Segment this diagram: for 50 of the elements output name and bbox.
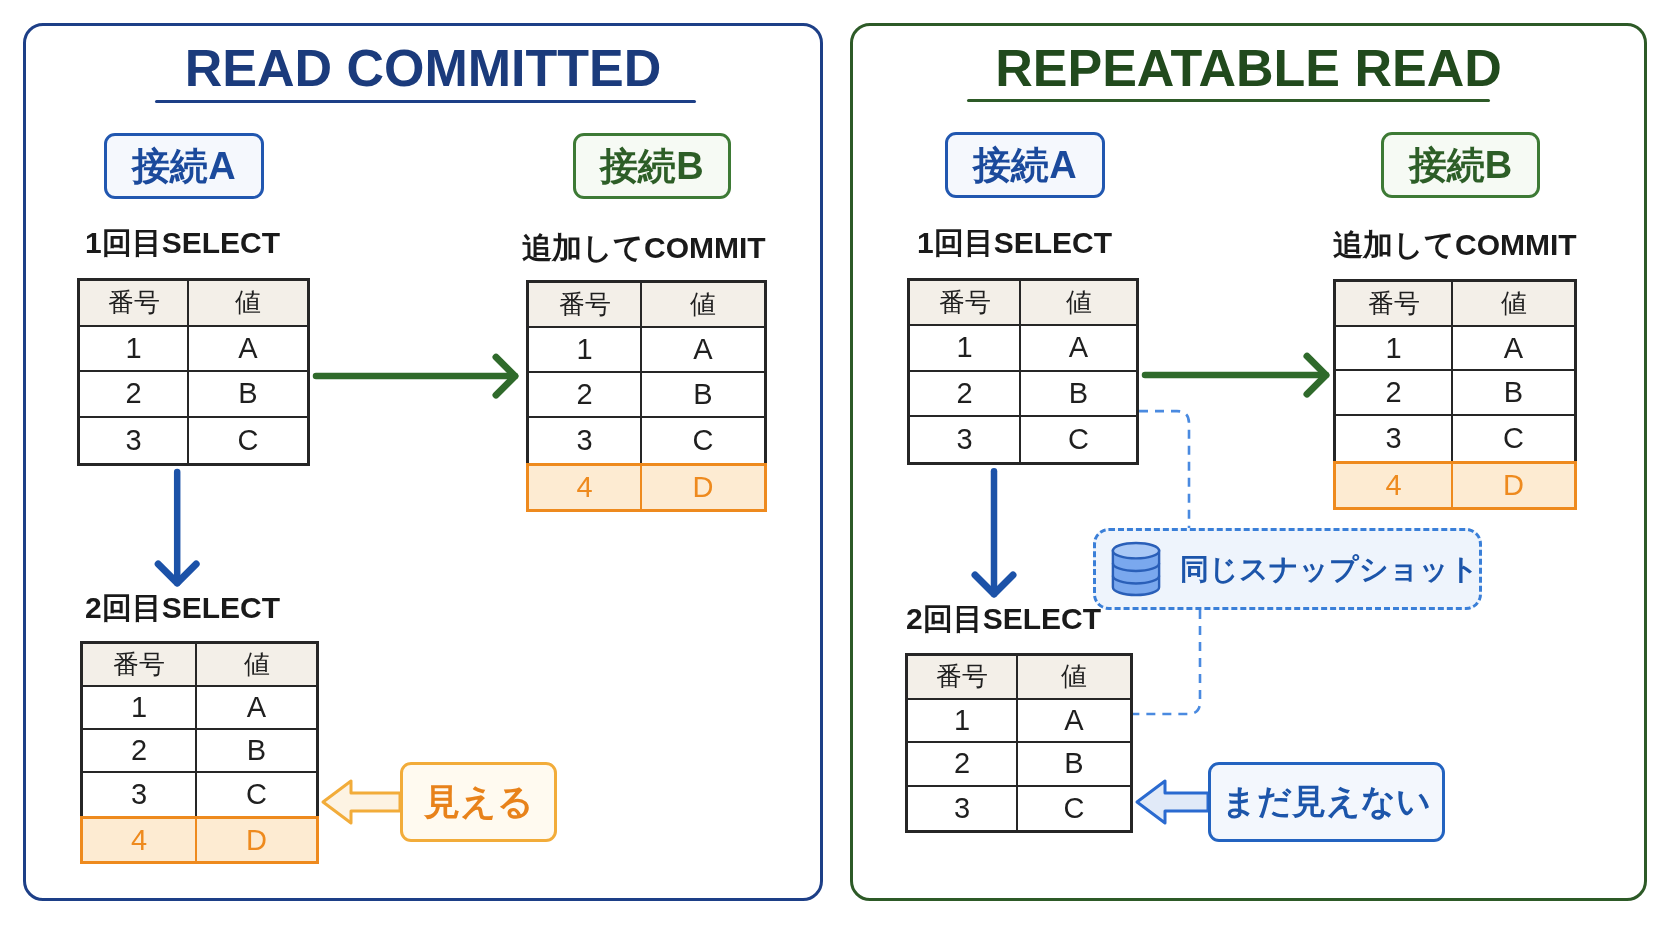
arrow <box>1141 352 1330 398</box>
header-cell: 番号 <box>529 283 642 328</box>
table-cell: 1 <box>1336 326 1453 372</box>
arrow <box>312 353 519 399</box>
table-cell: 2 <box>1336 371 1453 417</box>
table-cell: 2 <box>910 371 1021 417</box>
header-cell: 値 <box>1453 282 1574 327</box>
label-box: 接続B <box>1381 132 1540 198</box>
header-cell: 番号 <box>80 281 189 327</box>
callout-box: 見える <box>400 762 557 842</box>
snapshot-label: 同じスナップショット <box>1180 552 1479 587</box>
header-cell: 値 <box>197 644 316 688</box>
table-title: 1回目SELECT <box>917 225 1113 261</box>
table-cell: 2 <box>80 372 189 418</box>
table-cell: 1 <box>80 326 189 372</box>
table-cell: 1 <box>908 699 1018 743</box>
dashed-connector <box>1133 610 1202 716</box>
panel-title: REPEATABLE READ <box>995 44 1502 92</box>
header-cell: 番号 <box>1336 282 1453 327</box>
header-cell: 番号 <box>908 656 1018 700</box>
callout-box: まだ見えない <box>1208 762 1445 842</box>
snapshot-box <box>1093 528 1482 610</box>
panel <box>850 23 1647 901</box>
table-title: 2回目SELECT <box>85 590 281 626</box>
table-title: 追加してCOMMIT <box>1333 227 1577 263</box>
label-box: 接続A <box>945 132 1105 198</box>
panel <box>23 23 823 901</box>
table-cell: 2 <box>83 730 197 774</box>
table-cell: 2 <box>908 743 1018 787</box>
header-cell: 番号 <box>83 644 197 688</box>
table-cell: 1 <box>83 687 197 731</box>
header-cell: 値 <box>642 283 764 328</box>
table-cell: 1 <box>910 326 1021 372</box>
header-cell: 番号 <box>910 281 1021 327</box>
label-box: 接続B <box>573 133 731 199</box>
block-arrow <box>321 779 402 825</box>
table-title: 追加してCOMMIT <box>522 230 766 266</box>
dashed-connector <box>1139 409 1191 528</box>
block-arrow <box>1135 779 1210 825</box>
header-cell: 値 <box>189 281 307 327</box>
panel-title: READ COMMITTED <box>184 44 662 92</box>
header-cell: 値 <box>1018 656 1130 700</box>
label-box: 接続A <box>104 133 264 199</box>
header-cell: 値 <box>1021 281 1136 327</box>
table-cell: 1 <box>529 327 642 373</box>
arrow <box>971 467 1017 598</box>
table-cell: 2 <box>529 372 642 418</box>
table-title: 1回目SELECT <box>85 225 281 261</box>
table-title: 2回目SELECT <box>906 601 1102 637</box>
arrow <box>154 468 200 587</box>
